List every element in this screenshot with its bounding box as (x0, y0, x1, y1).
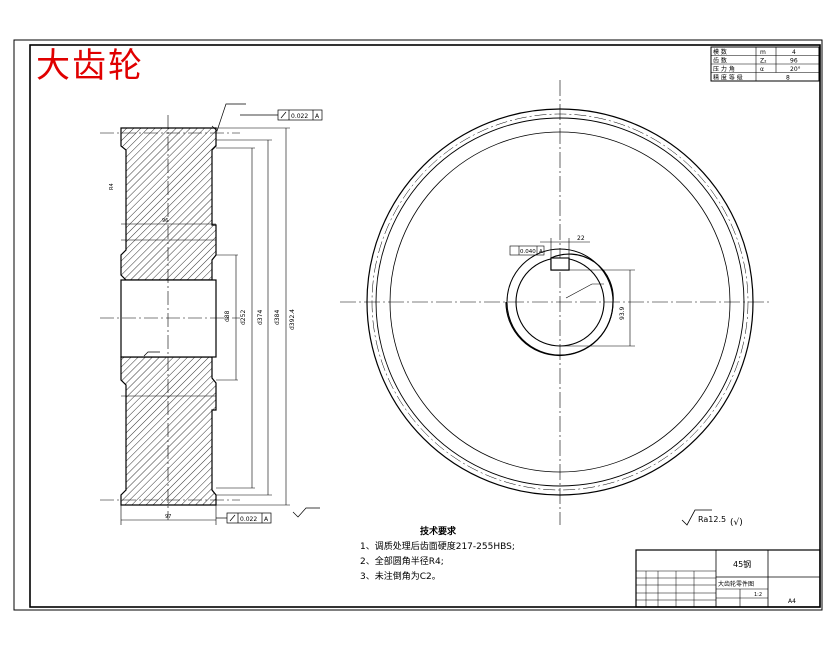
tech-item-1: 1、调质处理后齿面硬度217-255HBS; (360, 542, 515, 552)
param-0-sym: m (760, 49, 766, 56)
dim-key-width: 22 (577, 235, 585, 242)
runout-bottom: 0.022 (240, 516, 257, 523)
dim-inner: d374 (257, 310, 264, 325)
title-part-name: 大齿轮零件图 (718, 580, 754, 588)
tech-heading: 技术要求 (420, 527, 457, 537)
dim-root: d384 (274, 310, 281, 325)
bore-keyway (505, 253, 614, 357)
title-scale: 1:2 (754, 592, 762, 598)
dim-r: R4 (109, 183, 115, 190)
pitch-circle (371, 113, 749, 491)
param-1-name: 齿 数 (713, 57, 727, 65)
upper-web-section (120, 127, 217, 281)
bore (120, 279, 217, 358)
keyway-symmetry: 0.040 (520, 249, 536, 255)
inner-frame (29, 44, 821, 608)
technical-requirements: 技术要求 1、调质处理后齿面硬度217-255HBS; 2、全部圆角半径R4; … (360, 525, 515, 585)
tip-circle (366, 108, 754, 496)
param-0-val: 4 (792, 49, 796, 56)
tech-item-2: 2、全部圆角半径R4; (360, 557, 444, 567)
section-view: d88 d252 d374 d384 d392.4 96 97 R4 0.022… (100, 103, 323, 525)
runout-top-datum: A (315, 113, 320, 120)
rim-inner-circle (389, 131, 731, 473)
title-sheet: A4 (788, 598, 796, 605)
drawing-title-stamp: 大齿轮 (36, 46, 144, 86)
param-2-name: 压 力 角 (713, 65, 735, 73)
root-circle (375, 117, 745, 487)
dim-key-height: 93.9 (619, 306, 626, 320)
param-1-val: 96 (790, 58, 798, 65)
param-3-name: 精 度 等 级 (713, 74, 743, 82)
title-material: 45钢 (733, 559, 751, 569)
roughness-general: Ra12.5 (698, 515, 726, 524)
front-view: 22 93.9 0.040 A (340, 80, 770, 525)
keyway-datum: A (539, 249, 543, 255)
tech-item-3: 3、未注倒角为C2。 (360, 572, 441, 582)
lower-web-section (120, 356, 217, 506)
dim-hub: d252 (240, 310, 247, 325)
param-2-sym: α (760, 66, 764, 73)
param-1-sym: Z₂ (760, 58, 767, 65)
param-2-val: 20° (790, 66, 801, 73)
title-block (635, 549, 821, 608)
roughness-paren: (√) (730, 517, 743, 528)
param-3-val: 8 (786, 75, 790, 82)
outer-frame (13, 39, 823, 611)
runout-bottom-datum: A (264, 516, 269, 523)
dim-hub-width: 96 (162, 218, 168, 224)
dim-bore: d88 (224, 310, 231, 322)
parameter-table: 模 数 m 4 齿 数 Z₂ 96 压 力 角 α 20° 精 度 等 级 8 (710, 46, 820, 82)
dim-tip: d392.4 (289, 309, 296, 330)
keyway (550, 257, 570, 271)
dim-rim: 97 (165, 514, 171, 520)
runout-top: 0.022 (291, 113, 308, 120)
param-0-name: 模 数 (713, 48, 727, 56)
